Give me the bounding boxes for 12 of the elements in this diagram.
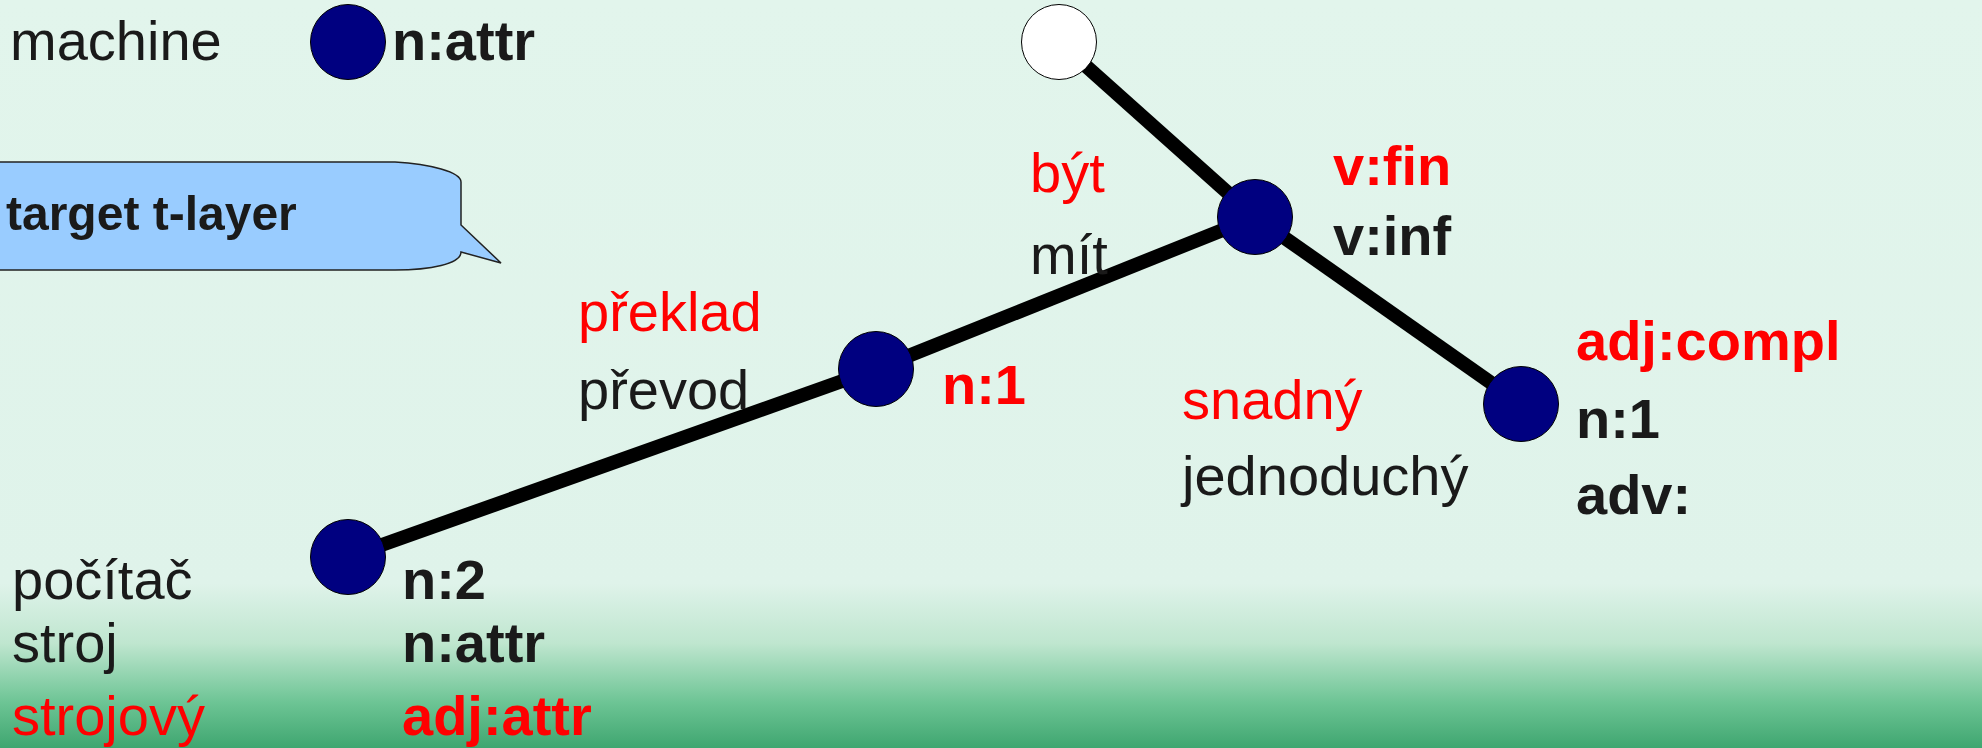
callout-text: target t-layer	[6, 190, 297, 238]
functor-label: adv:	[1576, 467, 1692, 523]
functor-label: v:fin	[1333, 138, 1452, 194]
speech-bubble	[0, 160, 502, 272]
lemma-label: mít	[1030, 227, 1108, 283]
functor-label: n:1	[942, 357, 1026, 413]
functor-label: n:2	[402, 552, 486, 608]
functor-label: v:inf	[1333, 208, 1452, 264]
lemma-label: machine	[10, 13, 222, 69]
functor-label: n:attr	[392, 13, 536, 69]
functor-label: n:attr	[402, 615, 546, 671]
functor-label: n:1	[1576, 391, 1660, 447]
